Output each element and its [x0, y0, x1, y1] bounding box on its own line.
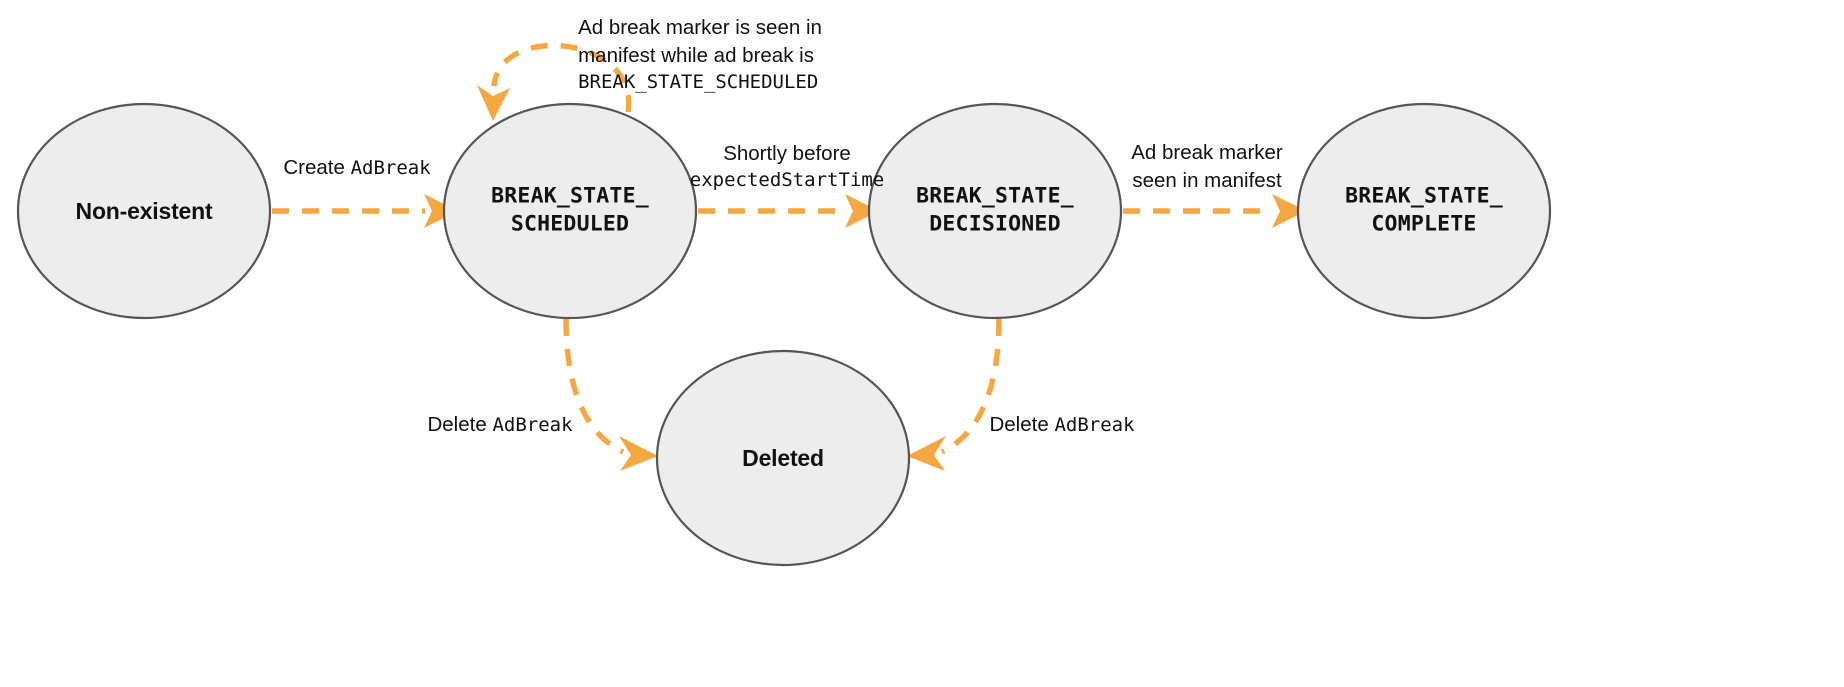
edge-self-loop-line — [491, 42, 632, 113]
node-break-state-scheduled[interactable] — [442, 102, 698, 320]
edge-marker-seen-arrowhead — [1272, 194, 1306, 228]
edge-create-adbreak-arrowhead — [424, 194, 458, 228]
edge-delete-left-arrowhead — [619, 436, 658, 471]
edge-create-adbreak — [272, 194, 458, 228]
edge-delete-adbreak-from-scheduled — [563, 318, 658, 471]
edge-ad-break-marker-seen-in-manifest — [1123, 194, 1306, 228]
node-non-existent[interactable] — [16, 102, 272, 320]
edge-shortly-before-arrowhead — [845, 194, 879, 228]
edge-delete-left-line — [563, 318, 625, 455]
edge-shortly-before-expected-start-time — [698, 194, 879, 228]
edge-ad-break-marker-seen-while-scheduled — [477, 42, 632, 121]
edge-delete-right-arrowhead — [907, 436, 946, 471]
edge-delete-right-line — [940, 318, 1002, 455]
edge-delete-adbreak-from-decisioned — [907, 318, 1002, 471]
node-break-state-complete[interactable] — [1296, 102, 1552, 320]
node-deleted[interactable] — [655, 349, 911, 567]
node-break-state-decisioned[interactable] — [867, 102, 1123, 320]
edge-self-loop-arrowhead — [477, 85, 510, 121]
